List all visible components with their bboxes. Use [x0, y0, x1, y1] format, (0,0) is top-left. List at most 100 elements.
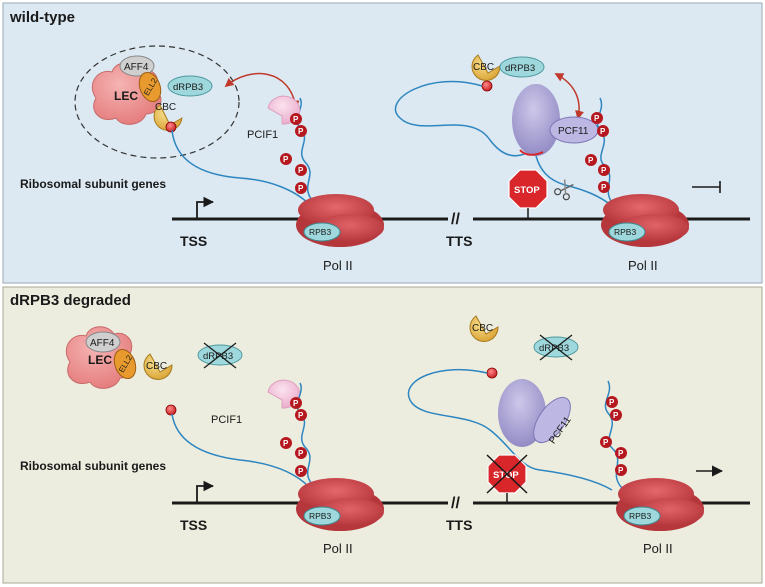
svg-text:P: P: [603, 438, 609, 447]
svg-text:P: P: [298, 166, 304, 175]
svg-text:P: P: [600, 127, 606, 136]
panel-drpb3-degraded: dRPB3 degraded // Ribosomal subunit gene…: [2, 286, 763, 584]
svg-text:P: P: [298, 467, 304, 476]
phospho-group-left: P P P P P: [280, 113, 307, 194]
svg-text:P: P: [298, 411, 304, 420]
svg-text:P: P: [283, 439, 289, 448]
termination-symbol-icon: [692, 181, 721, 193]
mrna-cap: [165, 404, 177, 416]
svg-text:P: P: [594, 114, 600, 123]
pol-ii-left: RPB3: [296, 194, 384, 247]
rpb3-label: RPB3: [309, 227, 331, 237]
phospho-group-right: P P P P P: [600, 396, 627, 476]
stop-sign-crossed: STOP: [486, 454, 528, 503]
pol-ii-right: RPB3: [616, 478, 704, 531]
svg-text:P: P: [613, 411, 619, 420]
svg-text:P: P: [293, 115, 299, 124]
tss-label: TSS: [180, 233, 207, 249]
gene-label: Ribosomal subunit genes: [20, 177, 166, 191]
cbc-label: CBC: [155, 102, 176, 113]
mrna-cap-right: [486, 367, 498, 379]
panel-title: wild-type: [9, 9, 75, 26]
pol-ii-label-left: Pol II: [323, 258, 353, 273]
nascent-rna-left: [171, 129, 311, 206]
svg-text:P: P: [298, 449, 304, 458]
rpb3-badge-right: [608, 222, 646, 242]
cbc-label-right: CBC: [473, 62, 494, 73]
drpb3-label: dRPB3: [173, 82, 203, 93]
drpb3-label-right: dRPB3: [505, 63, 535, 74]
pol-ii-right: RPB3: [601, 194, 689, 247]
svg-text:P: P: [618, 466, 624, 475]
svg-text:P: P: [298, 184, 304, 193]
nascent-rna-left: [171, 413, 311, 489]
svg-text:STOP: STOP: [514, 185, 540, 196]
pcf11-blob: [533, 396, 571, 444]
ell2-blob: [138, 71, 162, 103]
cbc-pacman: [143, 353, 173, 380]
rpb3-badge-right: [623, 506, 661, 526]
pcf11-body: [512, 84, 560, 156]
gene-label: Ribosomal subunit genes: [20, 459, 166, 473]
panel-background: [2, 286, 763, 584]
pcf11-label: PCF11: [558, 126, 589, 137]
rpb3-badge: [303, 222, 341, 242]
interaction-arrow: [224, 72, 300, 110]
tss-arrow-icon: [196, 196, 215, 219]
pol-ii-label-right: Pol II: [643, 541, 673, 556]
aff4-label: AFF4: [90, 338, 115, 349]
svg-text:P: P: [283, 155, 289, 164]
pcif1-label: PCIF1: [211, 414, 242, 426]
cleavage-site-rna: [519, 149, 544, 156]
pol-ii-label-right: Pol II: [628, 258, 658, 273]
lec-complex: LEC AFF4 ELL2 dRPB3 CBC: [91, 55, 213, 133]
break-mark: //: [451, 495, 460, 512]
panel-wild-type: wild-type // Ribosomal subunit genes TSS…: [2, 2, 763, 284]
tss-arrow-icon: [196, 480, 215, 503]
svg-text:P: P: [609, 398, 615, 407]
svg-text:P: P: [293, 399, 299, 408]
drpb3-blob: [167, 75, 213, 97]
tts-label: TTS: [446, 517, 472, 533]
drpb3-degraded: dRPB3: [197, 342, 243, 369]
cbc-label: CBC: [146, 361, 167, 372]
scissors-icon: [554, 179, 574, 201]
svg-text:P: P: [588, 156, 594, 165]
pol-ii-left: RPB3: [296, 478, 384, 531]
svg-text:P: P: [618, 449, 624, 458]
mrna-cap: [165, 121, 177, 133]
ell2-blob: [113, 348, 137, 380]
stop-sign: STOP: [508, 169, 548, 219]
lec-label: LEC: [88, 353, 112, 367]
cbc-pacman-right: [471, 54, 501, 81]
released-rna-right: [394, 80, 533, 157]
lec-label: LEC: [114, 89, 138, 103]
rpb3-label-right: RPB3: [614, 227, 636, 237]
cbc-pacman-right: [469, 315, 499, 342]
drpb3-degraded-right: dRPB3: [533, 334, 579, 361]
aff4-blob: [119, 55, 155, 77]
rpb3-badge: [303, 506, 341, 526]
rpb3-label: RPB3: [309, 511, 331, 521]
pcif1-label: PCIF1: [247, 129, 278, 141]
drpb3-blob-right: [499, 56, 545, 78]
interaction-arrow-right: [554, 73, 584, 120]
aff4-label: AFF4: [124, 62, 149, 73]
break-mark: //: [451, 211, 460, 228]
cbc-label-right: CBC: [472, 323, 493, 334]
readthrough-rna: [407, 368, 613, 491]
svg-text:P: P: [601, 183, 607, 192]
panel-title: dRPB3 degraded: [10, 292, 131, 309]
phospho-group-left: P P P P P: [280, 397, 307, 477]
rpb3-label-right: RPB3: [629, 511, 651, 521]
aff4-blob: [85, 331, 121, 353]
tts-label: TTS: [446, 233, 472, 249]
mrna-cap-right: [481, 80, 493, 92]
lec-complex: LEC AFF4 ELL2: [65, 326, 137, 389]
svg-text:P: P: [298, 127, 304, 136]
tss-label: TSS: [180, 517, 207, 533]
pol-ii-label-left: Pol II: [323, 541, 353, 556]
svg-text:P: P: [601, 166, 607, 175]
